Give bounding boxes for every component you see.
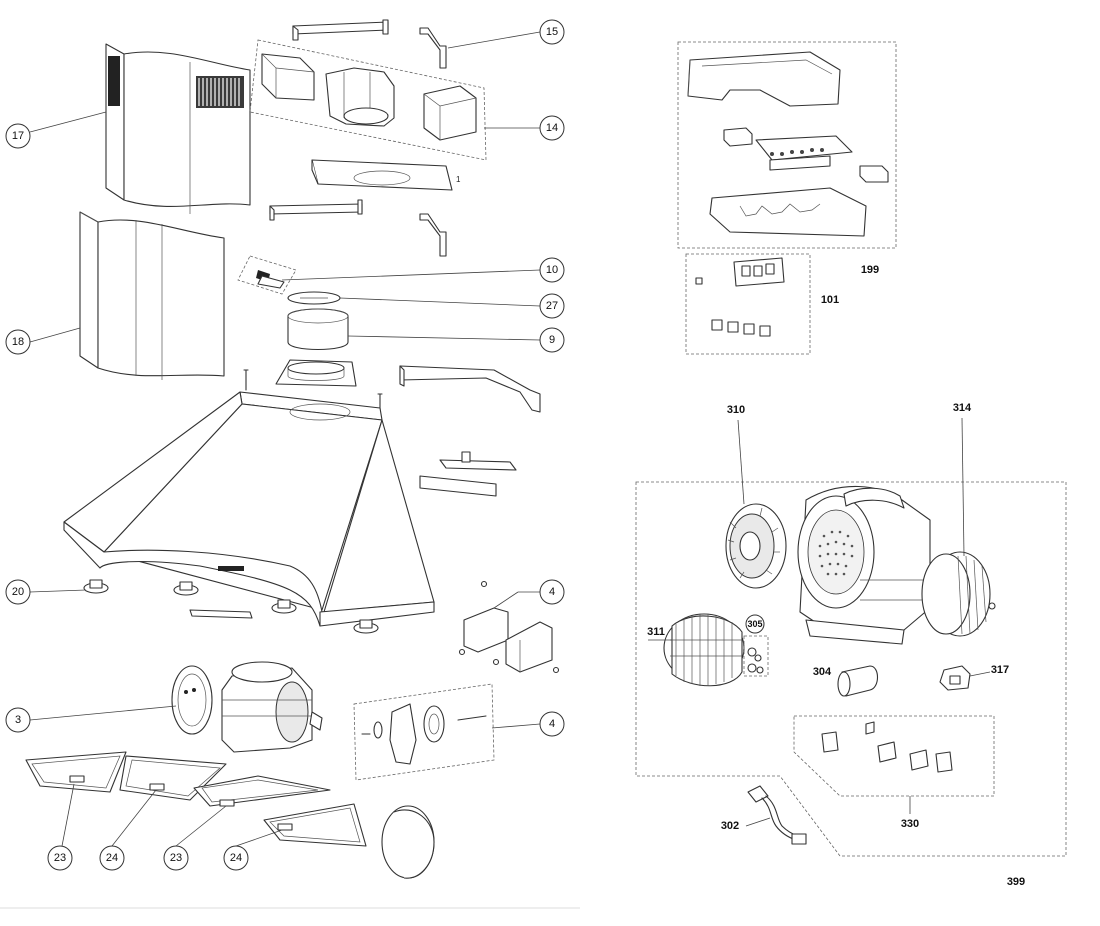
callout-18: 18 xyxy=(5,329,31,355)
svg-text:27: 27 xyxy=(546,300,558,312)
label-302: 302 xyxy=(721,820,739,832)
callout-15: 15 xyxy=(539,19,565,45)
svg-text:10: 10 xyxy=(546,264,558,276)
part-duct-adapters xyxy=(249,39,487,161)
label-310: 310 xyxy=(727,404,745,416)
svg-text:23: 23 xyxy=(54,852,66,864)
svg-text:14: 14 xyxy=(546,122,558,134)
part-302-power-cable xyxy=(747,785,807,845)
part-wall-brackets-top xyxy=(292,19,447,69)
label-101: 101 xyxy=(821,294,839,306)
part-310-impeller xyxy=(725,503,787,589)
part-flange-plate xyxy=(275,359,357,387)
part-duct-collar xyxy=(287,308,349,350)
svg-text:15: 15 xyxy=(546,26,558,38)
label-317: 317 xyxy=(991,664,1009,676)
callout-20: 20 xyxy=(5,579,31,605)
part-1-label: 1 xyxy=(456,175,461,184)
svg-text:24: 24 xyxy=(106,852,118,864)
part-330-connectors xyxy=(793,715,995,797)
label-399: 399 xyxy=(1007,876,1025,888)
part-valve-clip xyxy=(237,255,297,295)
leader-317 xyxy=(969,671,991,677)
part-grease-filters xyxy=(25,751,367,847)
label-305: 305 xyxy=(747,619,762,629)
part-motor-kit xyxy=(353,683,495,781)
group-101-buttons xyxy=(685,253,811,355)
leader-302 xyxy=(745,817,771,827)
callout-3: 3 xyxy=(5,707,31,733)
part-backdraft-disc xyxy=(287,291,341,305)
part-upper-chimney-cover xyxy=(105,43,251,214)
part-317-component xyxy=(939,665,971,691)
label-330: 330 xyxy=(901,818,919,830)
part-side-brackets xyxy=(419,451,517,497)
part-311-impeller xyxy=(663,613,745,687)
callout-23-second: 23 xyxy=(163,845,189,871)
leader-314 xyxy=(961,417,965,557)
svg-text:4: 4 xyxy=(549,586,555,598)
svg-text:3: 3 xyxy=(15,714,21,726)
group-199-control-unit xyxy=(677,41,897,249)
label-314: 314 xyxy=(953,402,972,414)
callout-4-control-box: 4 xyxy=(539,579,565,605)
leader-lines-left xyxy=(29,31,541,847)
leader-310 xyxy=(737,419,745,505)
part-control-box xyxy=(458,580,560,674)
part-hood-canopy xyxy=(63,391,435,627)
label-311: 311 xyxy=(647,626,665,638)
part-long-bracket xyxy=(399,365,541,413)
label-304: 304 xyxy=(813,666,832,678)
callout-10: 10 xyxy=(539,257,565,283)
part-304-capacitor xyxy=(837,665,879,697)
callout-24-first: 24 xyxy=(99,845,125,871)
svg-text:23: 23 xyxy=(170,852,182,864)
part-carbon-filter xyxy=(381,805,435,879)
part-blower-housing xyxy=(797,485,931,645)
label-199: 199 xyxy=(861,264,879,276)
callout-4-motor-kit: 4 xyxy=(539,711,565,737)
svg-text:18: 18 xyxy=(12,336,24,348)
svg-text:4: 4 xyxy=(549,718,555,730)
callout-9: 9 xyxy=(539,327,565,353)
part-motor-assembly xyxy=(171,661,323,753)
part-305-screws: 305 xyxy=(743,614,769,677)
callout-23-first: 23 xyxy=(47,845,73,871)
callout-14: 14 xyxy=(539,115,565,141)
callout-24-second: 24 xyxy=(223,845,249,871)
svg-text:20: 20 xyxy=(12,586,24,598)
part-lamps xyxy=(83,579,379,634)
part-314-impeller xyxy=(921,551,996,637)
svg-text:24: 24 xyxy=(230,852,242,864)
part-wall-brackets-middle xyxy=(269,199,447,257)
callout-17: 17 xyxy=(5,123,31,149)
part-lower-chimney-cover xyxy=(79,211,225,380)
part-mounting-plate: 1 xyxy=(311,159,461,191)
group-399-blower-kit xyxy=(635,481,1067,857)
svg-text:17: 17 xyxy=(12,130,24,142)
svg-text:9: 9 xyxy=(549,334,555,346)
callout-27: 27 xyxy=(539,293,565,319)
